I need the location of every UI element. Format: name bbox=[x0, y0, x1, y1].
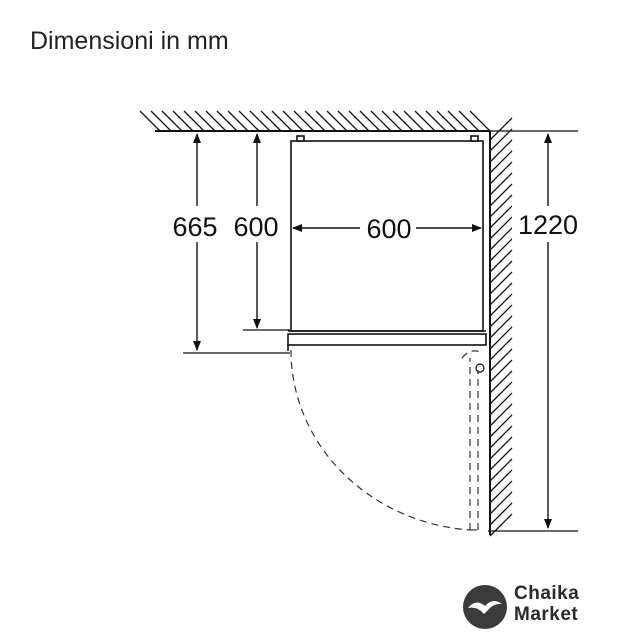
wall-hatch-line bbox=[489, 172, 513, 196]
wall-hatch-line bbox=[489, 150, 513, 174]
back-wall bbox=[139, 110, 491, 132]
wall-hatch-line bbox=[238, 110, 260, 132]
extension-lines bbox=[183, 130, 578, 532]
appliance-body bbox=[288, 135, 486, 332]
wall-hatch-line bbox=[348, 110, 370, 132]
wall-hatch-line bbox=[489, 502, 513, 526]
wall-hatch-line bbox=[469, 110, 491, 132]
wall-hatch-line bbox=[489, 403, 513, 427]
wall-hatch-line bbox=[271, 110, 293, 132]
logo-line-2: Market bbox=[514, 604, 579, 625]
wall-hatch-line bbox=[489, 304, 513, 328]
wall-hatch-line bbox=[304, 110, 326, 132]
wall-hatch-line bbox=[326, 110, 348, 132]
wall-hatch-line bbox=[489, 326, 513, 350]
dimension-600-vertical: 600 bbox=[230, 133, 282, 329]
wall-hatch-line bbox=[216, 110, 238, 132]
wall-hatch-line bbox=[260, 110, 282, 132]
dimension-600-vertical-label: 600 bbox=[233, 212, 278, 242]
wall-hatch-line bbox=[489, 491, 513, 515]
wall-hatch-line bbox=[489, 227, 513, 251]
wall-hatch-line bbox=[315, 110, 337, 132]
wall-hatch-line bbox=[489, 359, 513, 383]
wall-hatch-line bbox=[489, 117, 513, 141]
door-swing-path bbox=[290, 349, 481, 531]
seagull-logo-icon bbox=[463, 585, 507, 629]
wall-hatch-line bbox=[425, 110, 447, 132]
wall-hatch-line bbox=[489, 194, 513, 218]
wall-hatch-line bbox=[489, 216, 513, 240]
dimension-1220: 1220 bbox=[512, 133, 584, 529]
wall-hatch-line bbox=[489, 128, 513, 152]
wall-hatch-line bbox=[489, 447, 513, 471]
wall-hatch-line bbox=[139, 110, 161, 132]
wall-hatch-line bbox=[489, 348, 513, 372]
diagram-title: Dimensioni in mm bbox=[30, 27, 229, 55]
wall-hatch-line bbox=[161, 110, 183, 132]
wall-hatch-line bbox=[489, 425, 513, 449]
wall-hatch-line bbox=[489, 260, 513, 284]
side-wall bbox=[489, 117, 513, 537]
wall-hatch-line bbox=[172, 110, 194, 132]
wall-hatch-line bbox=[489, 414, 513, 438]
wall-hatch-line bbox=[194, 110, 216, 132]
wall-hatch-line bbox=[489, 480, 513, 504]
wall-hatch-line bbox=[370, 110, 392, 132]
wall-hatch-line bbox=[489, 282, 513, 306]
wall-hatch-line bbox=[489, 238, 513, 262]
wall-hatch-line bbox=[282, 110, 304, 132]
chaika-market-logo: Chaika Market bbox=[462, 583, 632, 633]
wall-hatch-line bbox=[489, 315, 513, 339]
wall-hatch-line bbox=[227, 110, 249, 132]
wall-hatch-line bbox=[447, 110, 469, 132]
wall-hatch-line bbox=[489, 205, 513, 229]
wall-hatch-line bbox=[392, 110, 414, 132]
wall-hatch-line bbox=[293, 110, 315, 132]
wall-hatch-line bbox=[205, 110, 227, 132]
appliance-door bbox=[287, 333, 487, 373]
dimension-1220-label: 1220 bbox=[518, 210, 578, 240]
wall-hatch-line bbox=[489, 513, 513, 537]
wall-hatch-line bbox=[489, 392, 513, 416]
dimension-600-horizontal: 600 bbox=[292, 210, 482, 246]
wall-hatch-line bbox=[489, 337, 513, 361]
wall-hatch-line bbox=[183, 110, 205, 132]
wall-hatch-line bbox=[489, 293, 513, 317]
dimension-665: 665 bbox=[166, 133, 224, 351]
dimension-665-label: 665 bbox=[172, 212, 217, 242]
wall-hatch-line bbox=[458, 110, 480, 132]
wall-hatch-line bbox=[403, 110, 425, 132]
wall-hatch-line bbox=[489, 139, 513, 163]
wall-hatch-line bbox=[359, 110, 381, 132]
wall-hatch-line bbox=[489, 436, 513, 460]
wall-hatch-line bbox=[414, 110, 436, 132]
wall-hatch-line bbox=[489, 381, 513, 405]
wall-hatch-line bbox=[150, 110, 172, 132]
wall-hatch-line bbox=[337, 110, 359, 132]
dimension-600-horizontal-label: 600 bbox=[366, 214, 411, 244]
wall-hatch-line bbox=[489, 271, 513, 295]
wall-hatch-line bbox=[489, 458, 513, 482]
wall-hatch-line bbox=[489, 370, 513, 394]
logo-line-1: Chaika bbox=[514, 583, 580, 604]
wall-hatch-line bbox=[489, 183, 513, 207]
wall-hatch-line bbox=[249, 110, 271, 132]
wall-hatch-line bbox=[436, 110, 458, 132]
wall-hatch-line bbox=[489, 469, 513, 493]
wall-hatch-line bbox=[381, 110, 403, 132]
wall-hatch-line bbox=[489, 161, 513, 185]
wall-hatch-line bbox=[489, 249, 513, 273]
